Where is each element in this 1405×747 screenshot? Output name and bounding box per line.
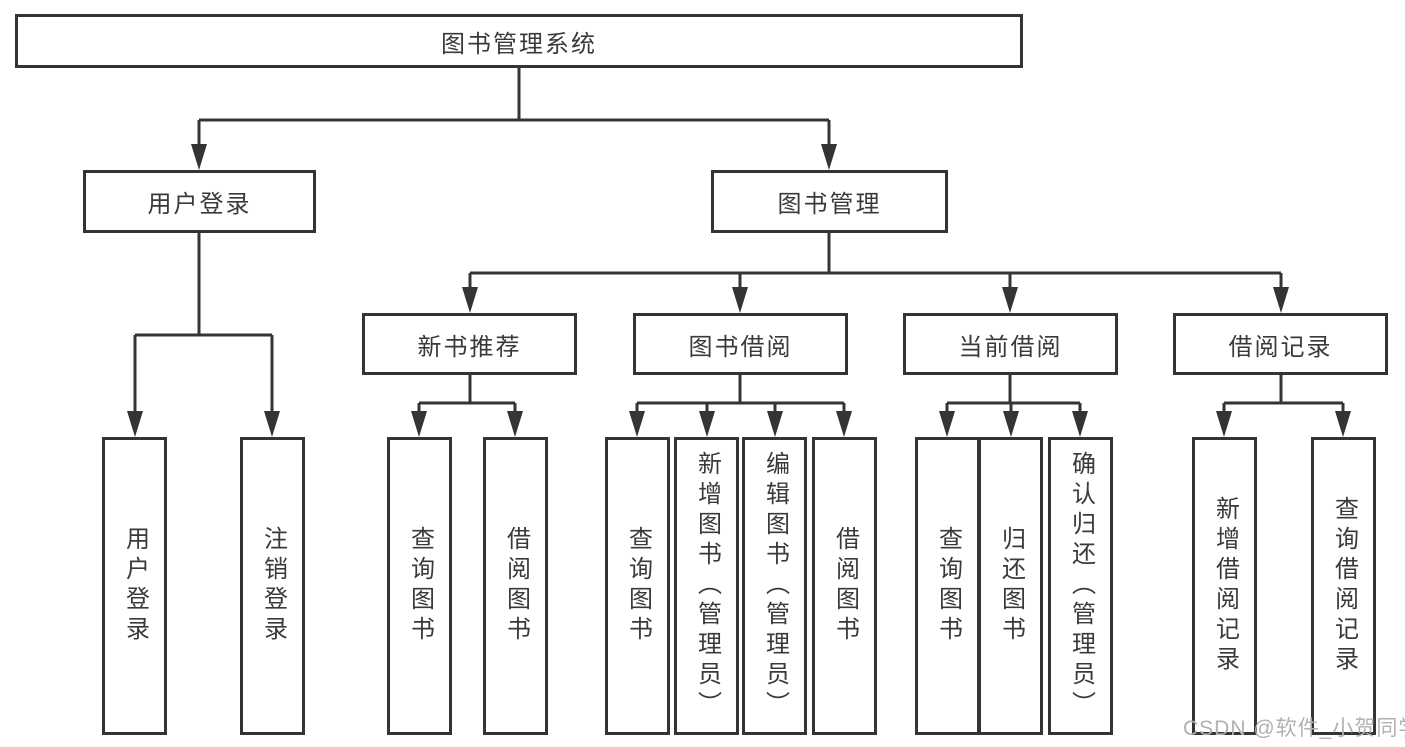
arrowhead <box>1072 411 1088 437</box>
node-leaf-query-books: 查询图书 <box>915 437 980 735</box>
node-leaf-return-books: 归还图书 <box>978 437 1043 735</box>
arrowhead <box>462 287 478 313</box>
arrowhead <box>507 411 523 437</box>
node-book-borrowing: 图书借阅 <box>633 313 848 375</box>
node-leaf-add-borrow-record: 新增借阅记录 <box>1192 437 1257 735</box>
arrowhead <box>264 411 280 437</box>
node-current-borrowing: 当前借阅 <box>903 313 1118 375</box>
arrowhead <box>821 144 837 170</box>
arrowhead <box>767 411 783 437</box>
node-leaf-query-books: 查询图书 <box>387 437 452 735</box>
node-leaf-edit-books-admin: 编辑图书（管理员） <box>742 437 807 735</box>
node-new-book-recommendation: 新书推荐 <box>362 313 577 375</box>
arrowhead <box>939 411 955 437</box>
node-library-management-system: 图书管理系统 <box>15 14 1023 68</box>
node-leaf-query-books: 查询图书 <box>605 437 670 735</box>
node-leaf-query-borrow-record: 查询借阅记录 <box>1311 437 1376 735</box>
arrowhead <box>191 144 207 170</box>
arrowheads <box>127 144 1351 437</box>
arrowhead <box>127 411 143 437</box>
node-leaf-add-books-admin: 新增图书（管理员） <box>674 437 739 735</box>
arrowhead <box>1273 287 1289 313</box>
arrowhead <box>1003 411 1019 437</box>
node-leaf-logout: 注销登录 <box>240 437 305 735</box>
arrowhead <box>1002 287 1018 313</box>
node-leaf-confirm-return-admin: 确认归还（管理员） <box>1048 437 1113 735</box>
node-book-management: 图书管理 <box>711 170 948 233</box>
node-user-login: 用户登录 <box>83 170 316 233</box>
node-leaf-user-login: 用户登录 <box>102 437 167 735</box>
arrowhead <box>1335 411 1351 437</box>
node-leaf-borrow-books: 借阅图书 <box>812 437 877 735</box>
arrowhead <box>411 411 427 437</box>
connector-lines <box>133 68 1345 414</box>
arrowhead <box>732 287 748 313</box>
csdn-watermark: CSDN @软件_小贺同学 <box>1183 717 1405 740</box>
arrowhead <box>1216 411 1232 437</box>
arrowhead <box>836 411 852 437</box>
node-borrowing-records: 借阅记录 <box>1173 313 1388 375</box>
arrowhead <box>699 411 715 437</box>
node-leaf-borrow-books: 借阅图书 <box>483 437 548 735</box>
arrowhead <box>629 411 645 437</box>
